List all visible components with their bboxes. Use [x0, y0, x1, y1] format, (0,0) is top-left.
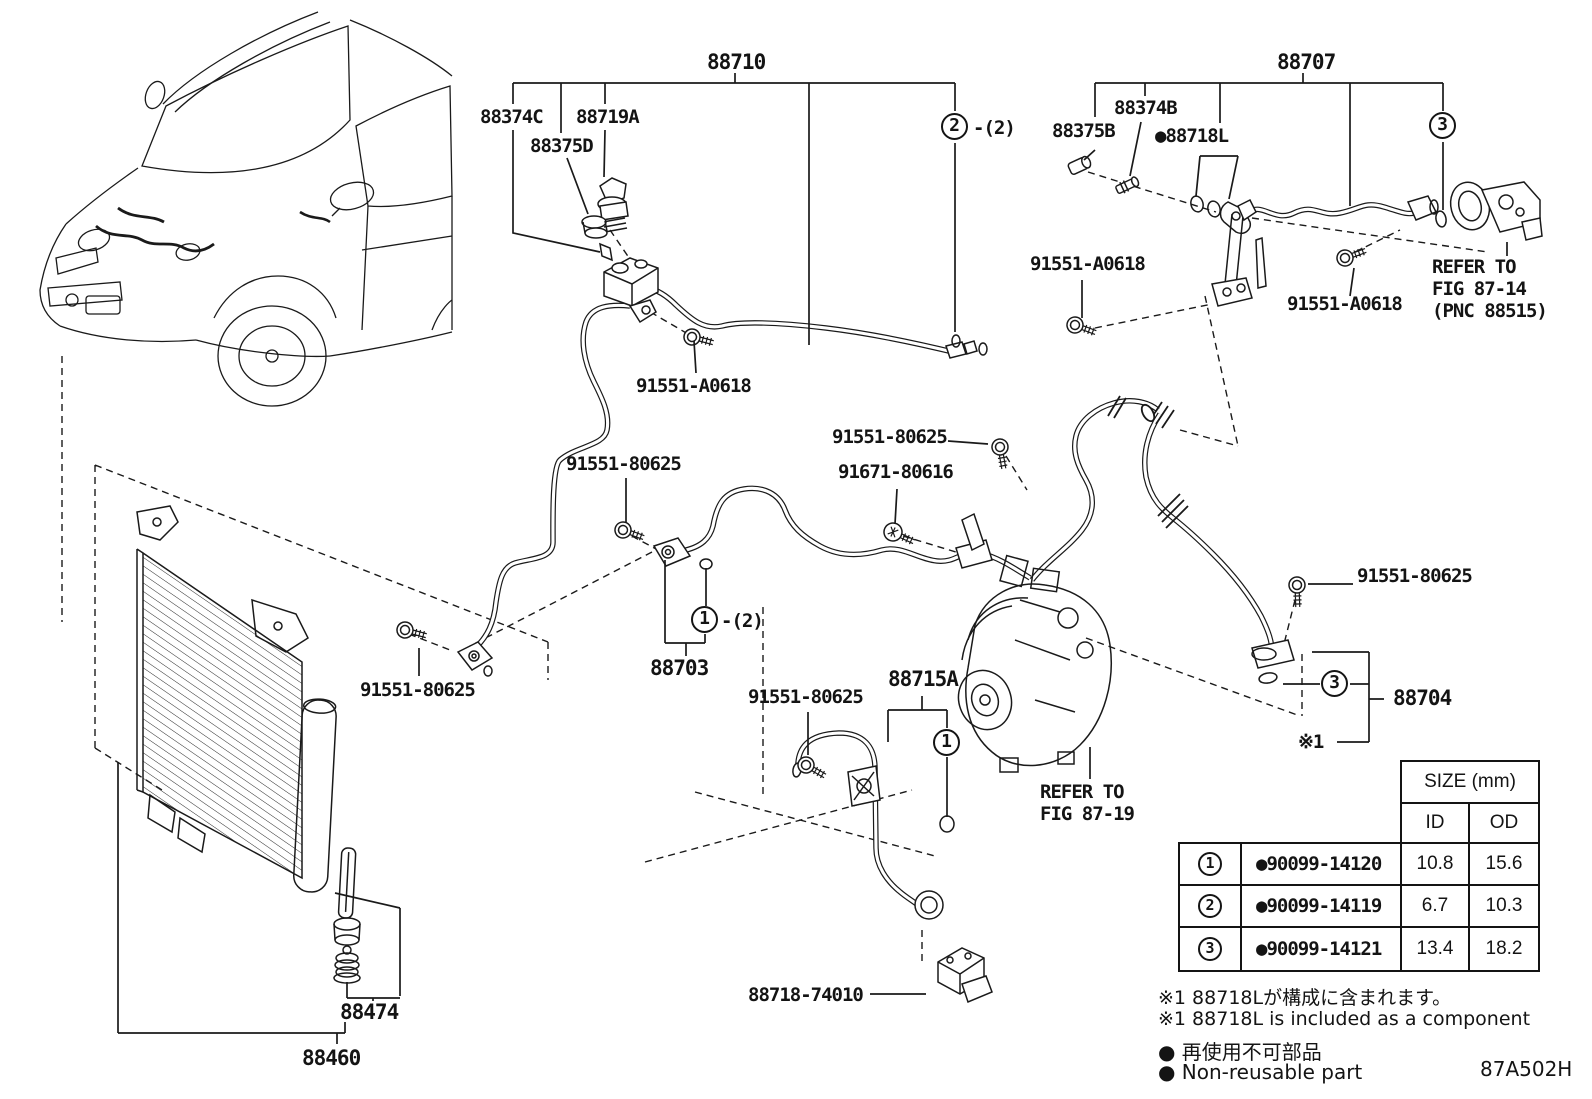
row-marker-1: 1 [1198, 852, 1222, 876]
valve-88374B [1115, 176, 1140, 194]
footnote-jp-nonreusable: ● 再使用不可部品 [1158, 1040, 1322, 1064]
label-91551-80625-a[interactable]: 91551-80625 [566, 453, 682, 475]
label-88718-74010[interactable]: 88718-74010 [748, 984, 864, 1006]
callout-marker-3a[interactable]: 3 [1429, 112, 1456, 139]
row-od-value: 10.3 [1468, 884, 1540, 928]
size-table-header: SIZE (mm) [1400, 760, 1540, 804]
label-88460[interactable]: 88460 [302, 1046, 361, 1070]
label-91551-A0618-b[interactable]: 91551-A0618 [1287, 293, 1403, 315]
row-marker-cell: 3 [1178, 926, 1242, 972]
label-88375D[interactable]: 88375D [530, 135, 594, 157]
footnote-jp-component: ※1 88718Lが構成に含まれます。 [1158, 987, 1452, 1009]
row-marker-cell: 2 [1178, 884, 1242, 928]
refer-line: REFER TO [1040, 781, 1125, 803]
refer-line: (PNC 88515) [1432, 300, 1548, 322]
callout-marker-1b[interactable]: 1 [933, 729, 960, 756]
label-88707[interactable]: 88707 [1277, 50, 1336, 74]
label-91551-80625-d[interactable]: 91551-80625 [360, 679, 476, 701]
refer-line: REFER TO [1432, 256, 1517, 278]
drawing-code: 87A502H [1480, 1057, 1573, 1081]
bolt-91551-80625-2 [991, 438, 1009, 470]
row-part-number: ●90099-14121 [1240, 926, 1402, 972]
footnote-en-nonreusable: ● Non-reusable part [1158, 1060, 1363, 1084]
row-od-value: 18.2 [1468, 926, 1540, 972]
dashed-guide-lines [61, 171, 1489, 962]
label-91551-A0618-a[interactable]: 91551-A0618 [1030, 253, 1146, 275]
label-88704[interactable]: 88704 [1393, 686, 1452, 710]
connector-88718-74010 [937, 947, 993, 1004]
refer-line: FIG 87-14 [1432, 278, 1527, 300]
label-88374C[interactable]: 88374C [480, 106, 544, 128]
bolt-91551-80625-4 [396, 621, 427, 639]
evaporator-grommet [1449, 181, 1543, 241]
label-88719A[interactable]: 88719A [576, 106, 640, 128]
footnote-en-component: ※1 88718L is included as a component [1158, 1008, 1531, 1030]
condenser-assembly [136, 505, 361, 984]
bolt-91551-80625-1 [614, 521, 645, 541]
label-88710[interactable]: 88710 [707, 50, 766, 74]
row-marker-3: 3 [1198, 937, 1222, 961]
label-88374B[interactable]: 88374B [1114, 97, 1178, 119]
callout-marker-2[interactable]: 2 [941, 113, 968, 140]
cap-and-plug-88474 [333, 917, 361, 984]
label-note-ref-1: ※1 [1298, 731, 1324, 753]
callout-marker-3b[interactable]: 3 [1321, 670, 1348, 697]
vehicle-illustration [39, 11, 453, 407]
size-table-col-od: OD [1468, 802, 1540, 844]
row-part-number: ●90099-14119 [1240, 884, 1402, 928]
bolt-91551-A0618-2 [1066, 316, 1097, 336]
row-id-value: 6.7 [1400, 884, 1470, 928]
bolt-91671-80616 [883, 522, 915, 545]
bolt-91551-A0618-1 [683, 328, 714, 346]
label-91671-80616[interactable]: 91671-80616 [838, 461, 954, 483]
callout-marker-1a[interactable]: 1 [691, 606, 718, 633]
bolt-91551-A0618-3 [1336, 247, 1367, 267]
row-marker-2: 2 [1198, 894, 1222, 918]
label-qty-2b: -(2) [721, 610, 764, 632]
refer-line: FIG 87-19 [1040, 803, 1135, 825]
size-table-col-id: ID [1400, 802, 1470, 844]
label-88718L[interactable]: ●88718L [1155, 125, 1229, 147]
refer-note-fig-87-19: REFER TO FIG 87-19 [1040, 781, 1135, 825]
row-od-value: 15.6 [1468, 842, 1540, 886]
fittings [456, 155, 1543, 1004]
compressor [957, 554, 1112, 773]
clip-88374C [599, 242, 613, 262]
label-88474[interactable]: 88474 [340, 1000, 399, 1024]
label-qty-2a: -(2) [973, 117, 1016, 139]
block-fitting [603, 257, 659, 324]
row-id-value: 10.8 [1400, 842, 1470, 886]
bolts [396, 247, 1367, 779]
label-91551-A0618-c[interactable]: 91551-A0618 [636, 375, 752, 397]
row-id-value: 13.4 [1400, 926, 1470, 972]
label-88703[interactable]: 88703 [650, 656, 709, 680]
label-91551-80625-e[interactable]: 91551-80625 [1357, 565, 1473, 587]
row-marker-cell: 1 [1178, 842, 1242, 886]
leader-lines [117, 73, 1508, 1044]
label-88715A[interactable]: 88715A [888, 667, 959, 691]
bolt-91551-80625-5 [1288, 576, 1306, 608]
refer-note-fig-87-14: REFER TO FIG 87-14 (PNC 88515) [1432, 256, 1548, 322]
label-91551-80625-b[interactable]: 91551-80625 [832, 426, 948, 448]
label-88375B[interactable]: 88375B [1052, 120, 1116, 142]
plug-88375B [1067, 155, 1092, 176]
refrigerant-pipes [471, 202, 1415, 910]
label-91551-80625-c[interactable]: 91551-80625 [748, 686, 864, 708]
row-part-number: ●90099-14120 [1240, 842, 1402, 886]
bolt-91551-80625-3 [797, 756, 827, 779]
cap-88375D [581, 215, 608, 239]
